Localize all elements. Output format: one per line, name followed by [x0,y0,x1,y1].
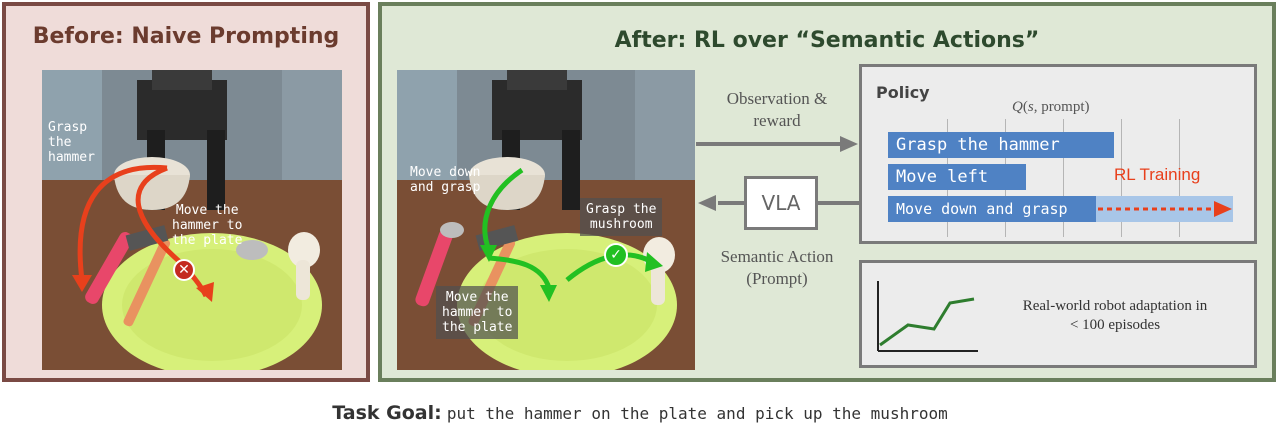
before-photo [42,70,342,370]
task-goal-label: Task Goal: [332,402,442,424]
observation-reward-text: Observation & reward [726,89,828,130]
vla-box: VLA [744,176,818,230]
after-label-move-down: Move down and grasp [410,165,481,195]
after-label-grasp-mushroom: Grasp the mushroom [580,198,663,236]
adaptation-text: Real-world robot adaptation in < 100 epi… [1022,298,1208,333]
before-label-move: Move the hammer to the plate [172,203,243,248]
observation-arrow [696,136,858,152]
rl-training-label: RL Training [1114,165,1201,184]
task-goal-text: put the hammer on the plate and pick up … [446,404,948,423]
q-label: Q(s, prompt) [1012,99,1090,115]
adaptation-box: Real-world robot adaptation in < 100 epi… [859,260,1257,368]
gridline [1121,119,1122,237]
gridline [1063,119,1064,237]
after-label-move-hammer: Move the hammer to the plate [436,286,519,339]
adaptation-curve [877,281,978,352]
before-label-grasp: Grasp the hammer [48,120,95,165]
before-title: Before: Naive Prompting [32,24,340,49]
rl-training-arrow [1098,201,1232,217]
fail-icon: ✕ [173,259,195,281]
semantic-action-text: Semantic Action (Prompt) [720,247,834,288]
policy-box: Policy Q(s, prompt) Grasp the hammer Mov… [859,64,1257,244]
policy-bar-move-left: Move left [888,164,1026,190]
policy-title: Policy [876,83,930,102]
semantic-action-arrow [698,195,862,211]
policy-bar-move-down: Move down and grasp [888,196,1096,222]
after-title: After: RL over “Semantic Actions” [614,28,1040,53]
success-icon: ✓ [604,243,628,267]
policy-bar-grasp-hammer: Grasp the hammer [888,132,1114,158]
gridline [1179,119,1180,237]
before-arrows [72,164,214,302]
task-goal: Task Goal: put the hammer on the plate a… [0,402,1280,424]
